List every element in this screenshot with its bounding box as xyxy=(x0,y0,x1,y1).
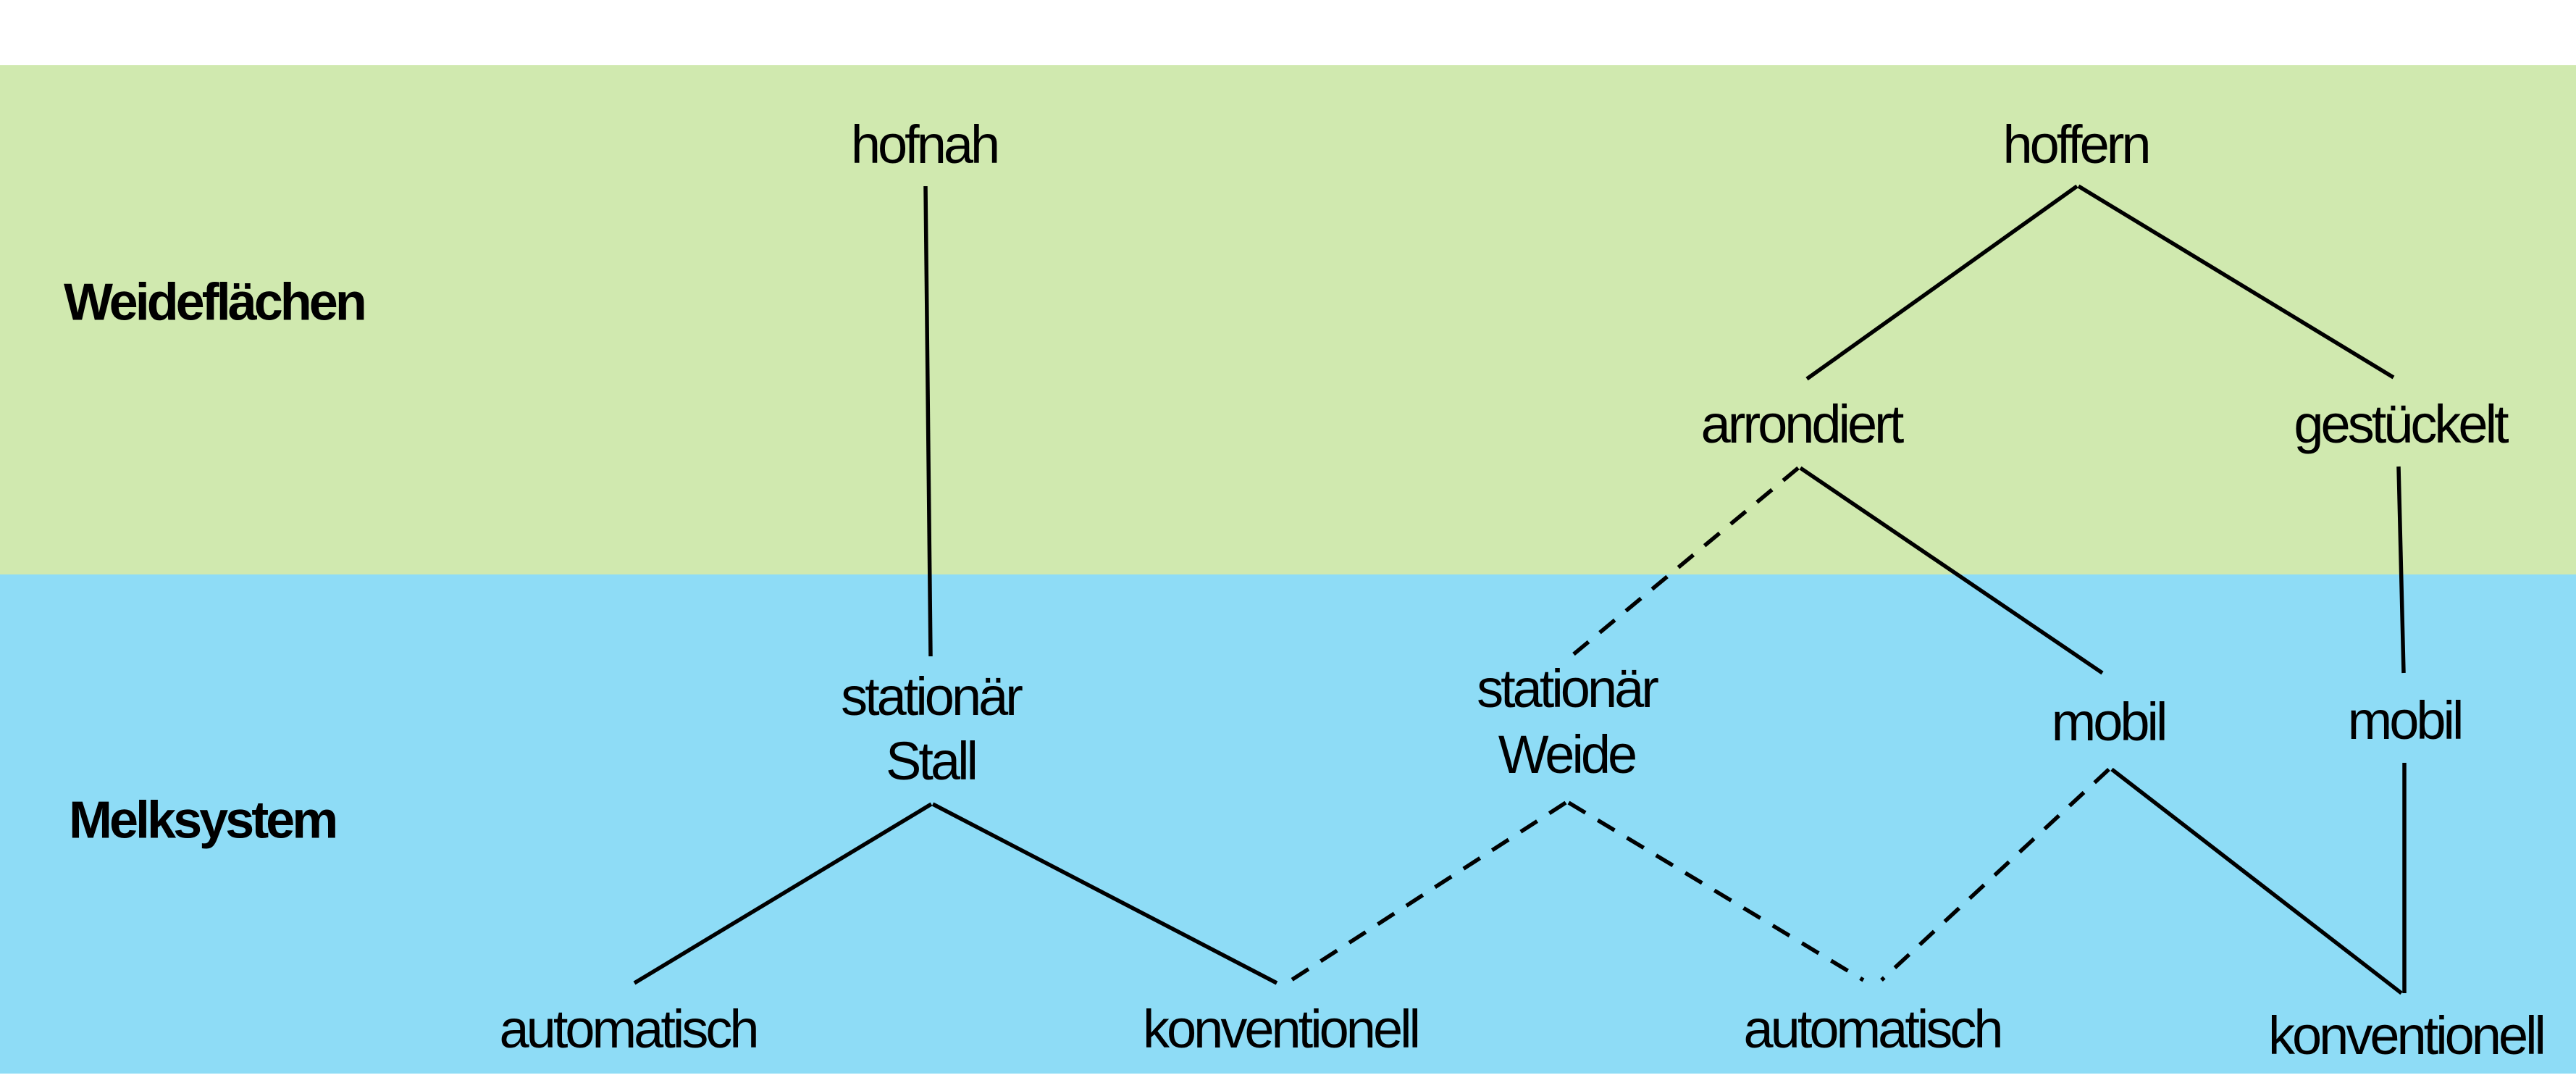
edge-hoffern--arrondiert-solid xyxy=(1805,184,2078,381)
node-stationaer-stall-line1: stationär xyxy=(841,666,1023,727)
band-weideflaechen xyxy=(0,65,2576,574)
edge-arrondiert--stationaer-weide-dashed xyxy=(1572,466,1800,656)
node-mobil-gestueckelt: mobil xyxy=(2347,690,2464,750)
node-hofnah: hofnah xyxy=(850,114,1000,175)
edge-stationaer-stall--automatisch-1-solid xyxy=(633,802,933,985)
node-mobil-arrondiert: mobil xyxy=(2051,692,2168,752)
edge-stationaer-weide--konventionell-1-dashed xyxy=(1288,800,1567,984)
band-melksystem xyxy=(0,574,2576,1074)
node-konventionell-stall-weide: konventionell xyxy=(1143,999,1421,1059)
node-gestueckelt: gestückelt xyxy=(2294,394,2509,454)
node-hoffern: hoffern xyxy=(2002,114,2151,175)
edge-stationaer-weide--automatisch-2-dashed xyxy=(1567,800,1865,982)
node-arrondiert: arrondiert xyxy=(1700,394,1905,454)
node-stationaer-stall-line2: Stall xyxy=(886,731,978,791)
node-stationaer-weide-line2: Weide xyxy=(1498,724,1637,785)
node-stationaer-weide-line1: stationär xyxy=(1477,658,1659,719)
edge-arrondiert--mobil-1-solid xyxy=(1799,466,2104,675)
edge-mobil-1--konventionell-2-solid xyxy=(2110,767,2403,995)
edge-gestueckelt--mobil-2-solid xyxy=(2396,466,2406,674)
node-automatisch-stall: automatisch xyxy=(499,999,760,1059)
band-label-melksystem: Melksystem xyxy=(69,791,338,850)
edge-hoffern--gestueckelt-solid xyxy=(2077,184,2395,380)
edge-stationaer-stall--konventionell-1-solid xyxy=(931,802,1278,985)
band-label-weideflaechen: Weideflächen xyxy=(64,273,367,332)
edge-hofnah--stationaer-stall-solid xyxy=(923,185,933,657)
node-automatisch-weide-mobil: automatisch xyxy=(1743,999,2004,1059)
edge-mobil-1--automatisch-2-dashed xyxy=(1880,767,2110,982)
node-konventionell-mobil: konventionell xyxy=(2268,1005,2546,1066)
